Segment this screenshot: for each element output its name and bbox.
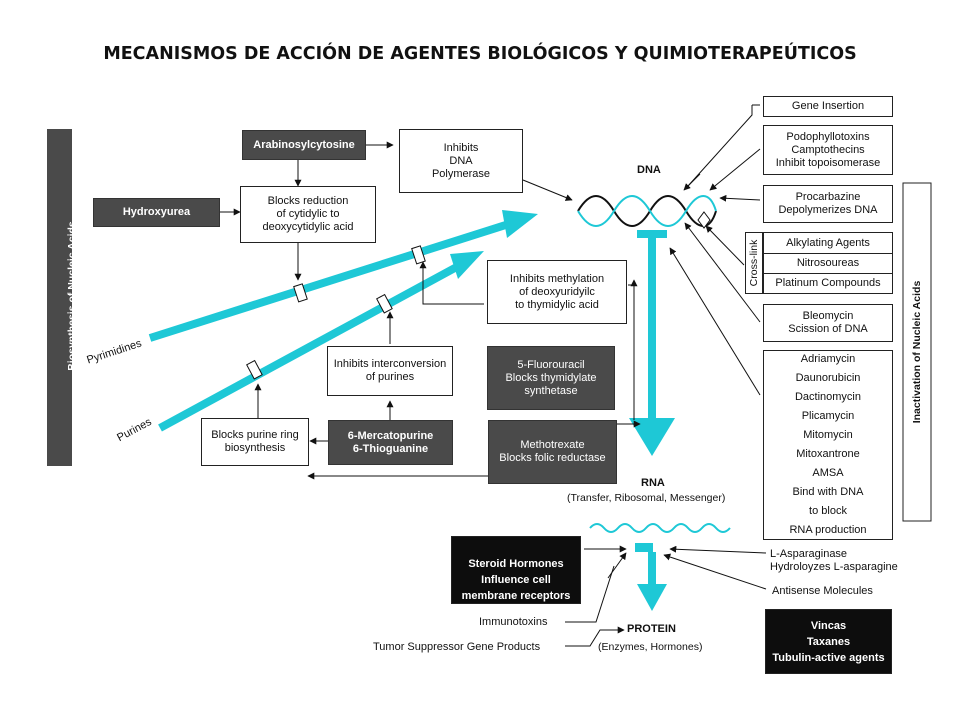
inhibits-interconversion-box: Inhibits interconversion of purines: [327, 346, 453, 396]
hydroxyurea-box: Hydroxyurea: [93, 198, 220, 227]
procarbazine-box: Procarbazine Depolymerizes DNA: [763, 185, 893, 223]
page-title: MECANISMOS DE ACCIÓN DE AGENTES BIOLÓGIC…: [103, 44, 857, 64]
left-sidebar-bar: [47, 129, 72, 466]
protein-subtitle: (Enzymes, Hormones): [598, 641, 703, 653]
asparaginase-label: L-Asparaginase Hydroloyzes L-asparagine: [770, 548, 898, 573]
dna-label: DNA: [637, 164, 661, 176]
rna-to-protein-arrow: [635, 543, 667, 611]
cross-link-label: Cross-link: [748, 239, 760, 287]
inhibits-methylation-box: Inhibits methylation of deoxyuridyilc to…: [487, 260, 627, 324]
blocker-purines-1: [246, 359, 263, 380]
antibiotics-box: Adriamycin Daunorubicin Dactinomycin Pli…: [763, 350, 893, 540]
protein-label: PROTEIN: [627, 623, 676, 635]
methotrexate-box: Methotrexate Blocks folic reductase: [488, 420, 617, 484]
blocks-reduction-box: Blocks reduction of cytidylic to deoxycy…: [240, 186, 376, 243]
inhibits-dna-polymerase-box: Inhibits DNA Polymerase: [399, 129, 523, 193]
bleomycin-box: Bleomycin Scission of DNA: [763, 304, 893, 342]
antisense-label: Antisense Molecules: [772, 585, 873, 597]
rna-label: RNA: [641, 477, 665, 489]
steroid-hormones-text: Steroid Hormones Influence cell membrane…: [461, 558, 571, 602]
platinum-compounds-box: Platinum Compounds: [763, 274, 893, 294]
blocks-purine-ring-box: Blocks purine ring biosynthesis: [201, 418, 309, 466]
blocker-pyrimidines-1: [293, 283, 308, 303]
right-sidebar-bar: [902, 182, 932, 522]
vincas-box: Vincas Taxanes Tubulin-active agents: [765, 609, 892, 674]
fluorouracil-box: 5-Fluorouracil Blocks thymidylate synthe…: [487, 346, 615, 410]
immunotoxins-label: Immunotoxins: [479, 616, 548, 628]
sidebar-right-label: Inactivation of Nucleic Acids: [911, 280, 923, 424]
sidebar-left-label: Biosynthesis of Nucleic Acids: [66, 221, 78, 371]
purines-arrow: [158, 251, 484, 432]
blocker-purines-2: [376, 293, 393, 314]
dna-to-rna-arrow: [629, 230, 675, 456]
rna-wave: [589, 523, 731, 533]
cross-link-box: [745, 232, 763, 294]
mercaptopurine-box: 6-Mercatopurine 6-Thioguanine: [328, 420, 453, 465]
tumor-suppressor-label: Tumor Suppressor Gene Products: [373, 641, 541, 653]
rna-subtitle: (Transfer, Ribosomal, Messenger): [567, 492, 726, 504]
alkylating-agents-box: Alkylating Agents: [763, 232, 893, 254]
podophyllotoxins-box: Podophyllotoxins Camptothecins Inhibit t…: [763, 125, 893, 175]
arabinosylcytosine-box: Arabinosylcytosine: [242, 130, 366, 160]
nitrosoureas-box: Nitrosoureas: [763, 254, 893, 274]
gene-insertion-box: Gene Insertion: [763, 96, 893, 117]
pyrimidines-arrow: [148, 210, 538, 342]
dna-helix: [577, 195, 717, 229]
steroid-hormones-box: Steroid Hormones Influence cell membrane…: [451, 536, 581, 604]
